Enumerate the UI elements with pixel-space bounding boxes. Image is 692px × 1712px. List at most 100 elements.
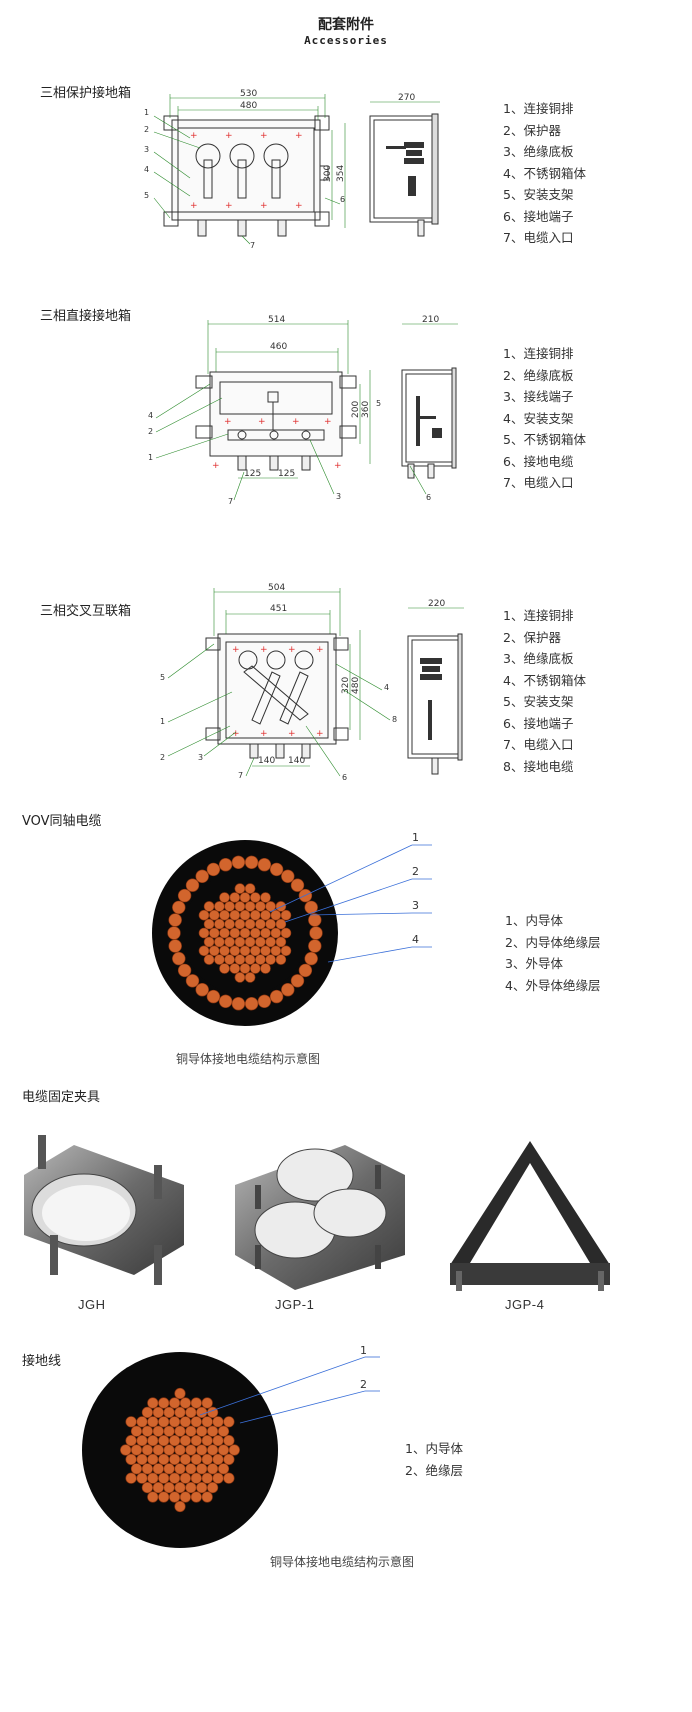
legend-item: 3、绝缘底板 — [503, 144, 574, 159]
svg-text:+: + — [225, 201, 233, 211]
vov-caption: 铜导体接地电缆结构示意图 — [176, 1052, 321, 1066]
legend-box3: 1、连接铜排 2、保护器 3、绝缘底板 4、不锈钢箱体 5、安装支架 6、接地端… — [503, 605, 586, 777]
copper-strand — [265, 936, 276, 948]
copper-strand — [244, 918, 256, 930]
copper-strand — [167, 926, 181, 940]
callout-3: 3 — [198, 753, 203, 762]
callout-4: 4 — [412, 933, 419, 946]
copper-strand — [250, 927, 261, 939]
copper-strand — [174, 1406, 186, 1419]
copper-strand — [270, 945, 282, 957]
copper-strand — [141, 1463, 154, 1475]
copper-strand — [190, 1472, 202, 1484]
svg-text:+: + — [260, 645, 268, 655]
copper-strand — [255, 954, 266, 965]
copper-strand — [270, 909, 282, 921]
copper-strand — [158, 1416, 170, 1428]
copper-strand — [168, 1397, 181, 1409]
callout-3: 3 — [144, 145, 149, 154]
legend-item: 2、绝缘层 — [405, 1462, 463, 1478]
copper-strand — [244, 883, 256, 894]
copper-strand — [185, 1425, 197, 1437]
copper-strand — [179, 1416, 191, 1428]
copper-strand — [223, 1416, 235, 1428]
legend-item: 2、保护器 — [503, 122, 561, 138]
copper-strand — [195, 869, 209, 883]
copper-strand — [244, 997, 259, 1011]
svg-text:+: + — [190, 131, 198, 141]
copper-strand — [185, 878, 200, 892]
callout-3: 3 — [412, 899, 419, 912]
copper-strand — [201, 1453, 213, 1465]
vov-cable-cross-section: 1 2 3 4 — [152, 831, 432, 1026]
copper-strand — [255, 936, 266, 948]
copper-strand — [218, 994, 233, 1009]
copper-strand — [190, 1397, 202, 1409]
dim-outer-width: 530 — [240, 89, 257, 99]
copper-strand — [244, 972, 256, 983]
dim-outer-height: 354 — [336, 165, 346, 182]
copper-strand — [308, 939, 322, 953]
svg-text:+: + — [295, 131, 303, 141]
dim-pitch-a: 125 — [244, 469, 261, 479]
legend-item: 7、电缆入口 — [503, 230, 574, 245]
copper-strand — [304, 951, 318, 966]
box1-side-drawing: 270 — [369, 93, 440, 237]
callout-4: 4 — [384, 683, 389, 692]
callout-5: 5 — [144, 191, 149, 200]
copper-strand — [177, 963, 192, 978]
copper-strand — [141, 1406, 154, 1419]
copper-strand — [290, 878, 305, 892]
copper-strand — [141, 1425, 154, 1437]
copper-strand — [174, 1387, 186, 1400]
copper-strand — [280, 909, 292, 921]
callout-5: 5 — [160, 673, 165, 682]
copper-strand — [172, 951, 186, 966]
copper-strand — [223, 1453, 235, 1465]
legend-item: 5、安装支架 — [503, 187, 574, 202]
dim-outer-width: 504 — [268, 583, 285, 593]
copper-strand — [275, 936, 287, 948]
copper-strand — [168, 1472, 181, 1484]
callout-5: 5 — [376, 399, 381, 408]
copper-strand — [147, 1416, 159, 1428]
svg-text:+: + — [295, 201, 303, 211]
copper-strand — [212, 1434, 224, 1447]
legend-item: 6、接地端子 — [503, 715, 574, 731]
callout-6: 6 — [340, 195, 345, 204]
copper-strand — [196, 1444, 208, 1456]
copper-strand — [190, 1453, 202, 1465]
copper-strand — [244, 936, 256, 948]
copper-strand — [234, 883, 246, 894]
copper-strand — [244, 855, 259, 869]
copper-strand — [196, 1482, 208, 1494]
section-title-box1: 三相保护接地箱 — [40, 86, 132, 101]
section-title-ground: 接地线 — [22, 1354, 62, 1369]
copper-strand — [130, 1425, 143, 1437]
copper-strand — [234, 972, 246, 983]
copper-strand — [212, 1416, 224, 1428]
copper-strand — [209, 927, 220, 939]
box2-front-drawing: 514 460 200 360 125 125 ++++ ++ 4 2 1 7 … — [148, 315, 381, 506]
callout-2: 2 — [144, 125, 149, 134]
copper-strand — [141, 1444, 154, 1456]
copper-strand — [234, 936, 246, 948]
copper-strand — [234, 901, 246, 912]
copper-strand — [196, 1463, 208, 1475]
callout-4: 4 — [144, 165, 149, 174]
copper-strand — [229, 963, 241, 974]
copper-strand — [229, 945, 241, 957]
box3-front-drawing: 504 451 320 480 140 140 ++++ ++++ 5 1 2 … — [160, 583, 397, 782]
clamp-label-jgh: JGH — [78, 1297, 106, 1312]
svg-text:+: + — [190, 201, 198, 211]
legend-item: 1、内导体 — [505, 913, 563, 928]
copper-strand — [198, 927, 210, 939]
copper-strand — [201, 1434, 213, 1447]
dim-inner-height: 200 — [351, 401, 361, 418]
callout-1: 1 — [160, 717, 165, 726]
svg-text:+: + — [316, 645, 324, 655]
legend-item: 4、外导体绝缘层 — [505, 977, 601, 993]
copper-strand — [158, 1472, 170, 1484]
copper-strand — [239, 892, 251, 903]
box3-side-drawing: 220 — [407, 599, 464, 775]
